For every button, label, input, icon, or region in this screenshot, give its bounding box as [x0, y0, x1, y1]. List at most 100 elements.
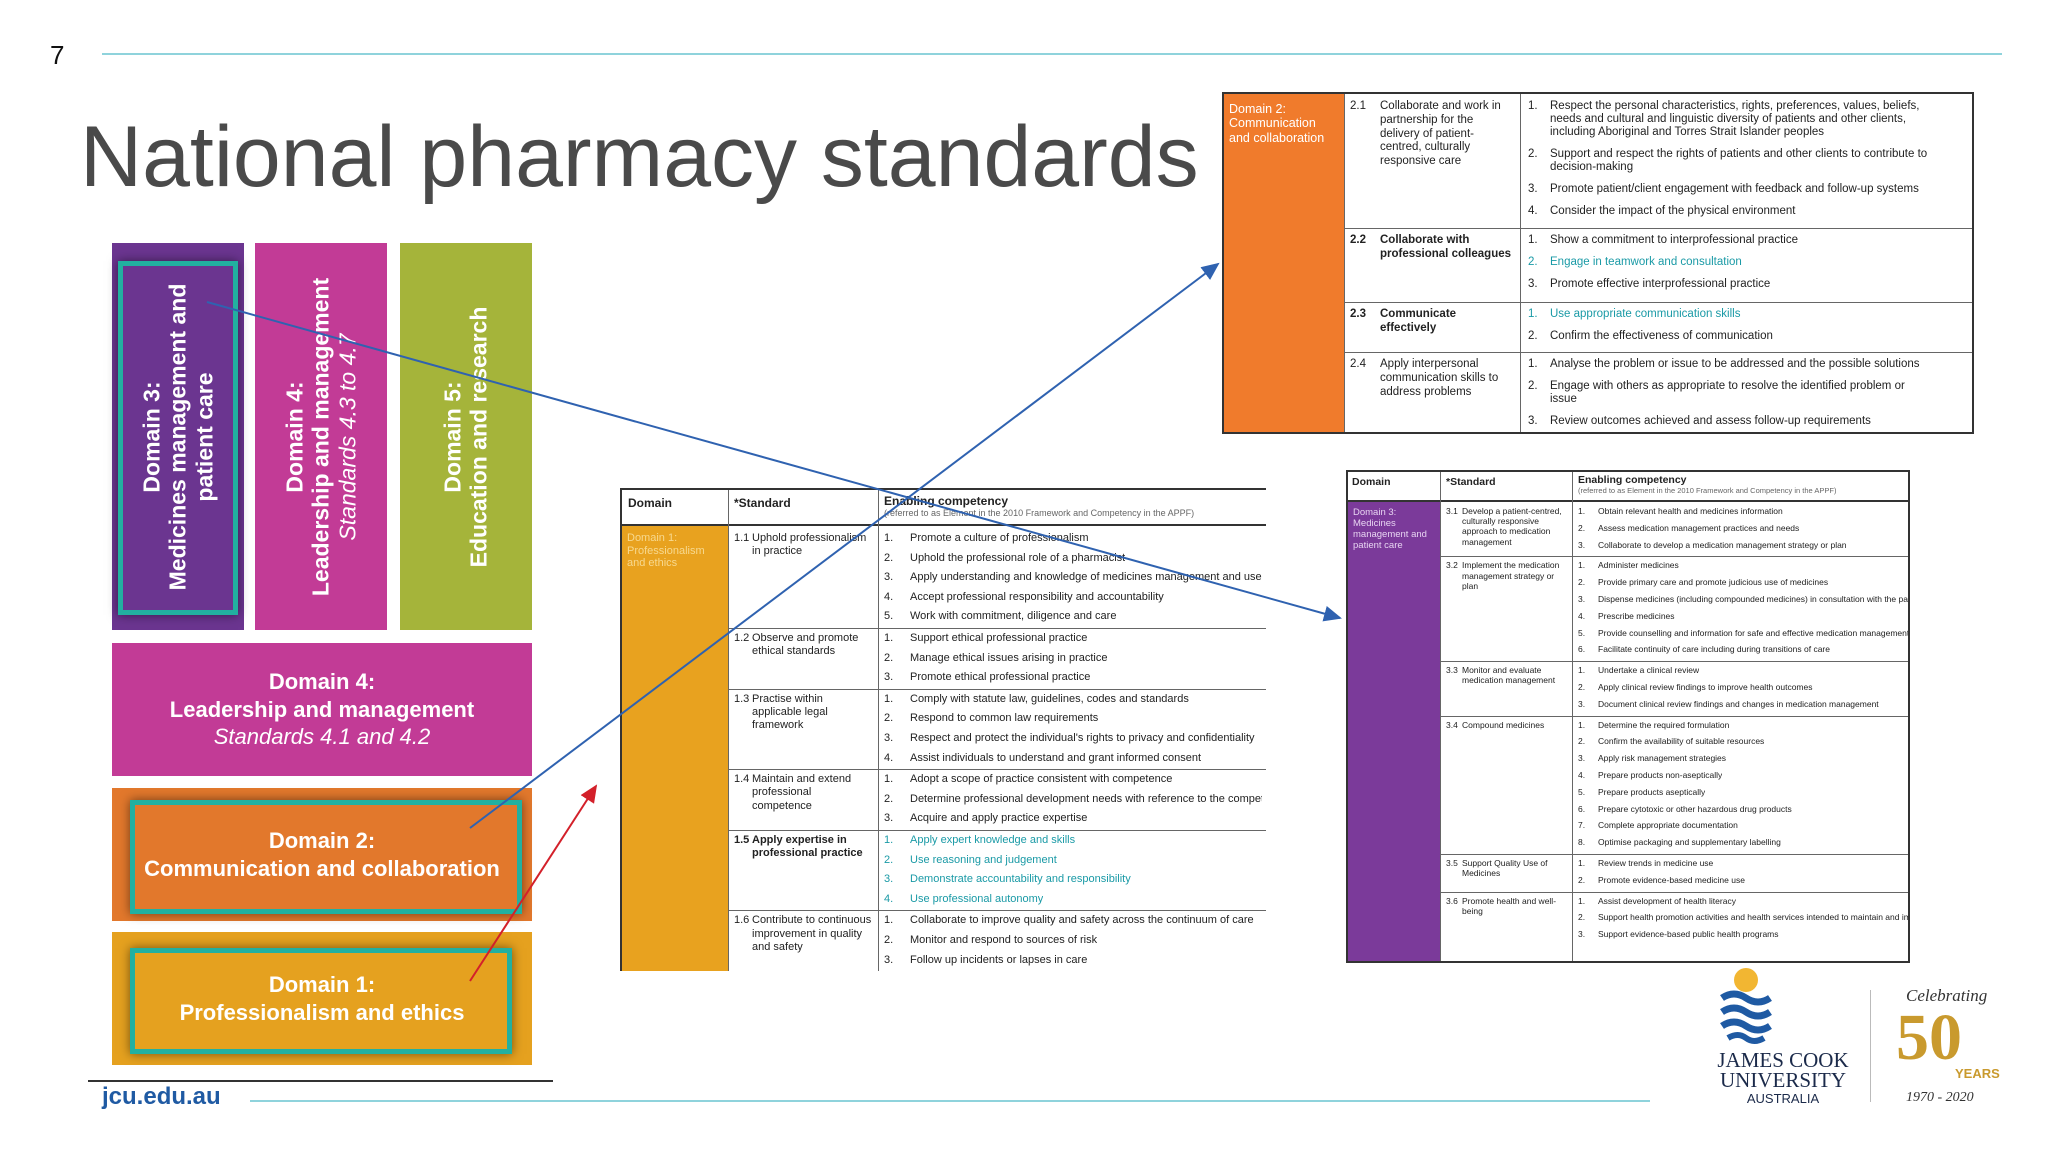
competency-item: 5.Provide counselling and information fo… — [1578, 627, 1908, 638]
domain-3-column: Domain 3: Medicines management and patie… — [1348, 502, 1440, 961]
domain-2-highlight-frame — [130, 800, 522, 914]
domain-1-table: Domain *Standard Enabling competency (re… — [620, 488, 1266, 971]
years-range: 1970 - 2020 — [1906, 1090, 1974, 1105]
competency-item: 1.Determine the required formulation — [1578, 719, 1730, 730]
competency-item: 4.Prescribe medicines — [1578, 610, 1675, 621]
domain-2-column: Domain 2: Communication and collaboratio… — [1224, 94, 1344, 432]
slide-number: 7 — [50, 40, 65, 70]
fifty-years-number: 50 — [1896, 1001, 1962, 1074]
domain-4-vertical-block: Domain 4: Leadership and management Stan… — [255, 243, 387, 630]
d2-competency-line: 2.Engage in teamwork and consultation — [1528, 256, 1742, 268]
competency-item: 1.Obtain relevant health and medicines i… — [1578, 506, 1783, 516]
competency-item: 3.Follow up incidents or lapses in care — [884, 953, 1088, 966]
competency-item: 2.Monitor and respond to sources of risk — [884, 934, 1098, 946]
celebrating-label: Celebrating — [1906, 986, 1988, 1005]
domain-1-line1: Domain 1: — [268, 972, 376, 997]
arrow-domain3-to-table3 — [206, 301, 1342, 622]
competency-item: 3.Promote ethical professional practice — [884, 671, 1091, 684]
standard-number: 3.1 — [1446, 506, 1458, 516]
d1-header-standard: *Standard — [734, 496, 791, 510]
d2-competency-line: 2.Engage with others as appropriate to r… — [1528, 380, 1905, 392]
competency-item: 6.Facilitate continuity of care includin… — [1578, 644, 1830, 655]
standard-number: 1.4 — [734, 773, 750, 786]
competency-item: 2.Manage ethical issues arising in pract… — [884, 651, 1108, 664]
footer-divider — [250, 1100, 1650, 1102]
competency-item: 1.Review trends in medicine use — [1578, 858, 1714, 868]
competency-item: 5.Work with commitment, diligence and ca… — [884, 610, 1117, 623]
d2-competency-line: decision-making — [1550, 161, 1634, 173]
top-divider — [102, 53, 2002, 55]
standard-number: 3.5 — [1446, 858, 1458, 868]
d2-standard-title: Apply interpersonal communication skills… — [1380, 358, 1499, 398]
competency-item: 7.Complete appropriate documentation — [1578, 820, 1738, 831]
standard-title: Monitor and evaluate medication manageme… — [1462, 665, 1556, 686]
standard-title: Promote health and well-being — [1462, 895, 1557, 916]
domain-1-line2: Professionalism and ethics — [179, 999, 465, 1025]
standard-number: 1.6 — [734, 914, 750, 927]
competency-item: 4.Use professional autonomy — [884, 892, 1044, 905]
standard-title: Maintain and extend professional compete… — [752, 773, 852, 812]
competency-item: 4.Assist individuals to understand and g… — [884, 751, 1202, 764]
competency-item: 2.Respond to common law requirements — [884, 712, 1099, 725]
standard-number: 3.6 — [1446, 895, 1458, 906]
logo-separator — [1870, 990, 1871, 1102]
domain-2-line1: Domain 2: — [268, 828, 376, 853]
competency-item: 4.Accept professional responsibility and… — [884, 590, 1164, 603]
competency-item: 1.Administer medicines — [1578, 560, 1679, 571]
competency-item: 3.Support evidence-based public health p… — [1578, 929, 1779, 940]
d2-competency-line: 1.Analyse the problem or issue to be add… — [1528, 358, 1920, 370]
competency-item: 3.Apply risk management strategies — [1578, 753, 1727, 764]
domain-1-block: Domain 1: Professionalism and ethics — [112, 932, 532, 1065]
domain-3-highlight-frame — [118, 261, 238, 615]
d2-competency-line: issue — [1550, 393, 1577, 405]
domain-4h-line3: Standards 4.1 and 4.2 — [213, 724, 431, 750]
standard-title: Apply expertise in professional practice — [752, 834, 863, 860]
competency-item: 1.Comply with statute law, guidelines, c… — [884, 692, 1189, 705]
d2-standard-number: 2.4 — [1350, 358, 1366, 370]
footer-website-link[interactable]: jcu.edu.au — [102, 1083, 221, 1110]
domain-1-highlight-frame — [130, 948, 512, 1054]
domain-4h-line2: Leadership and management — [169, 696, 475, 722]
standard-number: 3.2 — [1446, 560, 1458, 571]
d2-standard-title: Collaborate with professional colleagues — [1380, 234, 1512, 260]
competency-item: 2.Apply clinical review findings to impr… — [1578, 682, 1813, 692]
d2-competency-line: 3.Review outcomes achieved and assess fo… — [1528, 415, 1871, 427]
d2-standard-number: 2.2 — [1350, 234, 1366, 246]
competency-item: 3.Dispense medicines (including compound… — [1578, 594, 1908, 604]
d2-competency-line: 1.Use appropriate communication skills — [1528, 308, 1741, 320]
d3-header-enabling: Enabling competency (referred to as Elem… — [1578, 474, 1837, 495]
competency-item: 2.Assess medication management practices… — [1578, 522, 1800, 533]
d2-standard-title: Collaborate and work in partnership for … — [1380, 100, 1501, 168]
jcu-country: AUSTRALIA — [1746, 1091, 1820, 1106]
slide-title: National pharmacy standards — [80, 109, 1199, 205]
domain-4-horizontal-block: Domain 4: Leadership and management Stan… — [112, 643, 532, 776]
competency-item: 4.Prepare products non-aseptically — [1578, 770, 1723, 780]
competency-item: 1.Support ethical professional practice — [884, 632, 1088, 644]
arrow-domain1-to-table1 — [469, 784, 598, 982]
d2-competency-line: 2.Confirm the effectiveness of communica… — [1528, 330, 1773, 342]
standard-title: Compound medicines — [1462, 719, 1545, 730]
standard-number: 1.5 — [734, 834, 750, 846]
standard-title: Contribute to continuous improvement in … — [752, 914, 872, 953]
competency-item: 3.Respect and protect the individual's r… — [884, 732, 1255, 744]
d2-competency-line: including Aboriginal and Torres Strait I… — [1550, 126, 1825, 138]
standard-title: Practise within applicable legal framewo… — [752, 692, 828, 732]
competency-item: 2.Confirm the availability of suitable r… — [1578, 736, 1765, 747]
domain-2-line2: Communication and collaboration — [144, 855, 500, 881]
d2-standard-number: 2.3 — [1350, 308, 1366, 320]
standard-number: 1.1 — [734, 532, 750, 544]
competency-item: 2.Support health promotion activities an… — [1578, 912, 1908, 923]
competency-item: 1.Collaborate to improve quality and saf… — [884, 914, 1254, 927]
competency-item: 2.Use reasoning and judgement — [884, 853, 1057, 866]
domain-3-block: Domain 3: Medicines management and patie… — [112, 243, 244, 630]
d2-competency-line: 1.Respect the personal characteristics, … — [1528, 100, 1920, 112]
jcu-wave-emblem-icon — [1720, 968, 1772, 1044]
d2-competency-line: 3.Promote patient/client engagement with… — [1528, 183, 1919, 195]
competency-item: 1.Adopt a scope of practice consistent w… — [884, 773, 1173, 786]
competency-item: 1.Apply expert knowledge and skills — [884, 834, 1076, 846]
arrow-domain2-to-table2 — [469, 262, 1220, 829]
standard-number: 3.3 — [1446, 665, 1458, 676]
competency-item: 6.Prepare cytotoxic or other hazardous d… — [1578, 803, 1792, 814]
domain-2-table: Domain 2: Communication and collaboratio… — [1222, 92, 1974, 434]
